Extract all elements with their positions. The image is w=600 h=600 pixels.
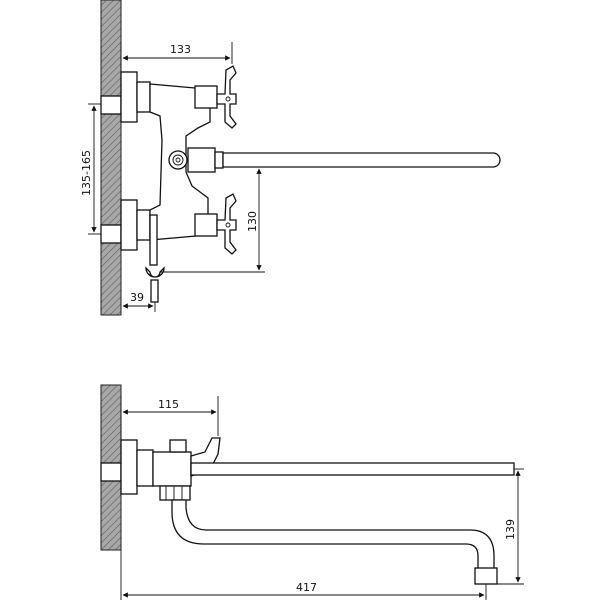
dim-depth-label: 115 — [158, 398, 179, 411]
dim-holder-offset-label: 39 — [130, 291, 144, 304]
spout-side-top — [190, 462, 515, 476]
spout-top — [222, 152, 501, 168]
upper-mount — [100, 71, 151, 123]
shower-holder-icon — [145, 214, 165, 303]
dim-mount-spacing: 135-165 — [80, 103, 101, 235]
upper-cross-handle-icon — [194, 65, 237, 129]
spout-side-curve — [171, 499, 495, 577]
wall-top — [100, 0, 122, 316]
dim-width: 133 — [120, 42, 233, 70]
dim-depth: 115 — [120, 396, 219, 438]
lower-mount — [100, 199, 151, 251]
dim-holder-offset: 39 — [122, 291, 156, 312]
mixer-body-side — [152, 451, 192, 487]
side-view: 115 139 417 — [100, 384, 524, 600]
dim-mount-spacing-label: 135-165 — [80, 150, 93, 196]
dim-spout-length: 417 — [120, 550, 487, 600]
dim-spout-height: 130 — [160, 166, 265, 273]
dim-spout-height-label: 130 — [246, 211, 259, 232]
dim-width-label: 133 — [170, 43, 191, 56]
dim-spout-drop-label: 139 — [504, 519, 517, 540]
top-view: 133 135-165 130 39 — [80, 0, 501, 316]
diverter-knob-icon — [168, 150, 188, 170]
lower-cross-handle-icon — [194, 193, 237, 255]
dim-spout-length-label: 417 — [296, 581, 317, 594]
dim-spout-drop: 139 — [497, 468, 524, 585]
